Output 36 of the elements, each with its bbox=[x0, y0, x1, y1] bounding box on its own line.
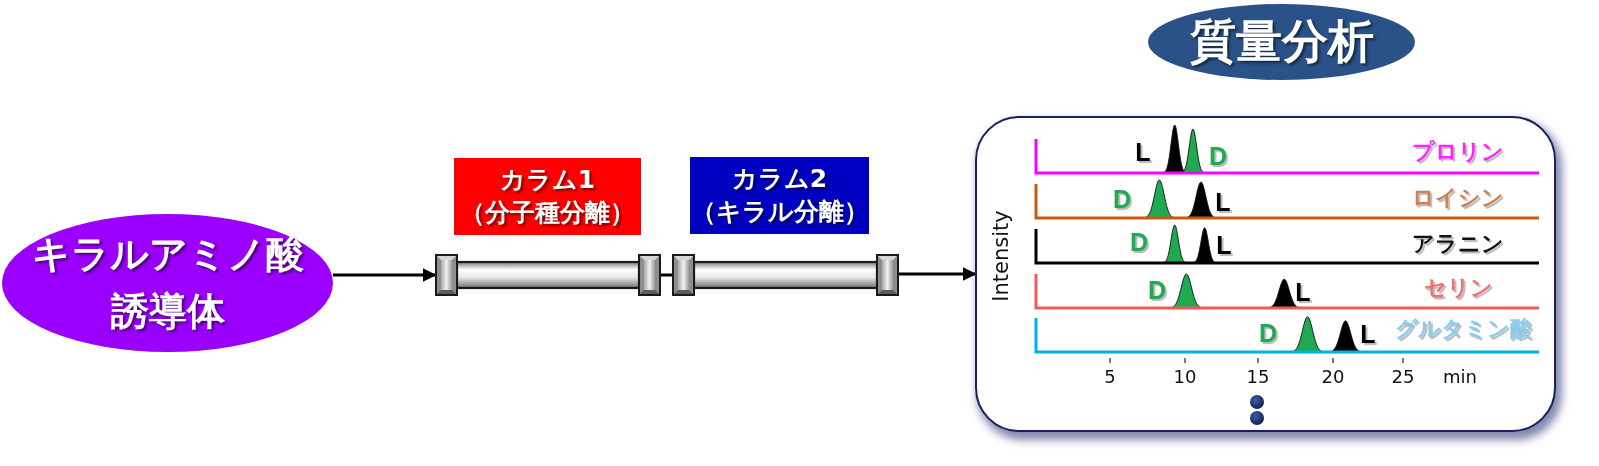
peak-label: L bbox=[1135, 139, 1151, 165]
title-oval: 質量分析 bbox=[1148, 4, 1415, 80]
trace-label: ロイシン bbox=[1412, 187, 1504, 209]
arrow bbox=[899, 267, 977, 281]
peak-label: D bbox=[1129, 229, 1149, 255]
tick-label: 25 bbox=[1391, 368, 1415, 386]
title-text: カラム1 bbox=[499, 164, 596, 196]
trace-label: グルタミン酸 bbox=[1394, 318, 1532, 340]
arrow bbox=[333, 268, 437, 282]
column-tube bbox=[435, 254, 661, 296]
subtitle-text: （分子種分離） bbox=[460, 196, 635, 229]
peak-label: D bbox=[1112, 186, 1132, 212]
peak-label: D bbox=[1258, 320, 1278, 346]
peak-label: L bbox=[1295, 279, 1311, 305]
trace-label: アラニン bbox=[1412, 233, 1504, 255]
tick-label: 20 bbox=[1321, 368, 1345, 386]
tick-label: 5 bbox=[1104, 368, 1116, 386]
axis-title: Intensity bbox=[990, 210, 1012, 302]
subtitle-text: （キラル分離） bbox=[690, 195, 869, 228]
chart-panel bbox=[975, 116, 1556, 432]
title-text: カラム2 bbox=[731, 163, 828, 195]
tick-label: 15 bbox=[1246, 368, 1270, 386]
peak-label: D bbox=[1208, 143, 1228, 169]
label-box bbox=[454, 158, 641, 235]
connector-line bbox=[661, 273, 672, 277]
trace-label: プロリン bbox=[1412, 141, 1504, 163]
tick-label: 10 bbox=[1173, 368, 1197, 386]
label-box bbox=[690, 157, 869, 234]
peak-label: D bbox=[1147, 277, 1167, 303]
peak-label: L bbox=[1215, 189, 1231, 215]
peak-label: L bbox=[1216, 232, 1232, 258]
column-tube bbox=[672, 254, 899, 296]
peak-label: L bbox=[1360, 321, 1376, 347]
oval-node: キラルアミノ酸誘導体 bbox=[2, 214, 333, 352]
trace-label: セリン bbox=[1423, 277, 1493, 299]
axis-title: min bbox=[1443, 368, 1477, 386]
